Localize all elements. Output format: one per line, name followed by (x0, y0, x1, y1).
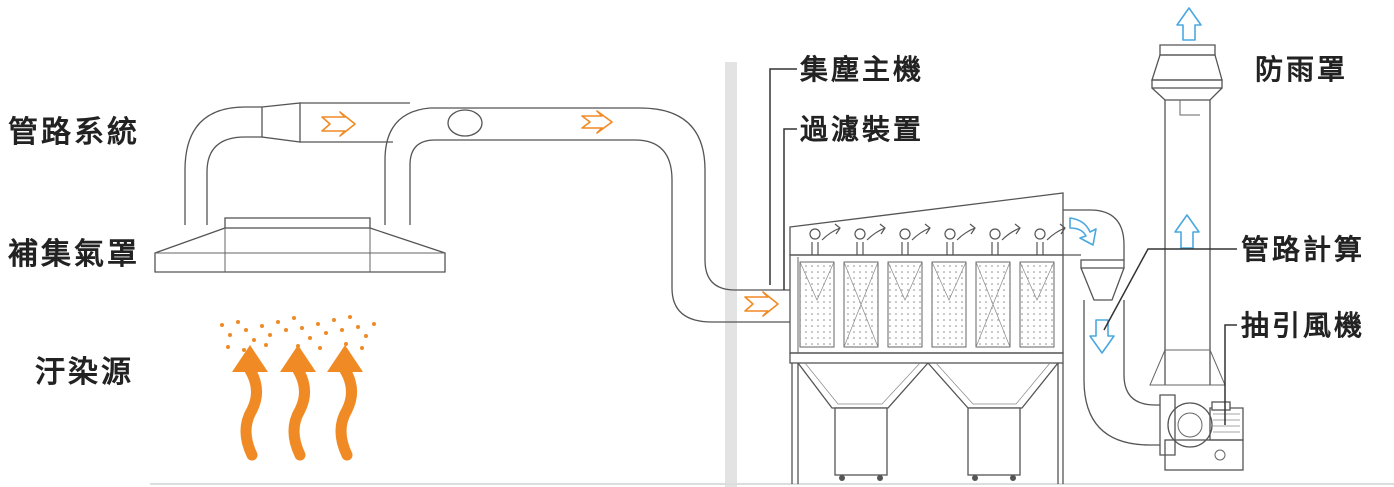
label-rain-cap: 防雨罩 (1255, 53, 1349, 86)
fume-arrow-1 (240, 364, 262, 461)
pulse-valves (809, 223, 1066, 255)
flow-arrow-1 (321, 111, 356, 137)
flow-arrow-3 (744, 291, 779, 317)
outlet-duct (1063, 209, 1160, 446)
label-pipe-system: 管路系統 (8, 115, 140, 150)
pollution-source (220, 315, 376, 461)
air-arrow-down (1089, 319, 1115, 354)
duct-system (184, 102, 790, 323)
callout-lines (769, 68, 1237, 425)
label-pollution-source: 汙染源 (35, 355, 134, 390)
label-main-unit: 集塵主機 (800, 53, 925, 86)
callout-main-unit (769, 68, 797, 285)
collector-unit (789, 192, 1066, 484)
exhaust-stack (1149, 44, 1226, 386)
label-filter-device: 過濾裝置 (800, 113, 925, 146)
label-capture-hood: 補集氣罩 (8, 237, 140, 272)
label-pipe-calc: 管路計算 (1241, 233, 1366, 266)
capture-hood (154, 217, 446, 273)
air-arrow-top (1176, 7, 1202, 41)
callout-filter (783, 128, 797, 290)
flow-arrow-2 (581, 110, 613, 134)
fume-arrow-2 (288, 364, 310, 461)
fume-arrow-3 (335, 364, 357, 461)
label-exhaust-fan: 抽引風機 (1241, 309, 1366, 342)
exhaust-fan (1159, 394, 1244, 471)
air-arrow-curve (1069, 217, 1097, 246)
wall-divider (725, 62, 737, 487)
filter-cartridges (799, 261, 1055, 348)
callout-pipe-calc (1103, 248, 1237, 331)
callout-fan (1224, 324, 1237, 425)
air-arrow-stack (1174, 214, 1200, 249)
